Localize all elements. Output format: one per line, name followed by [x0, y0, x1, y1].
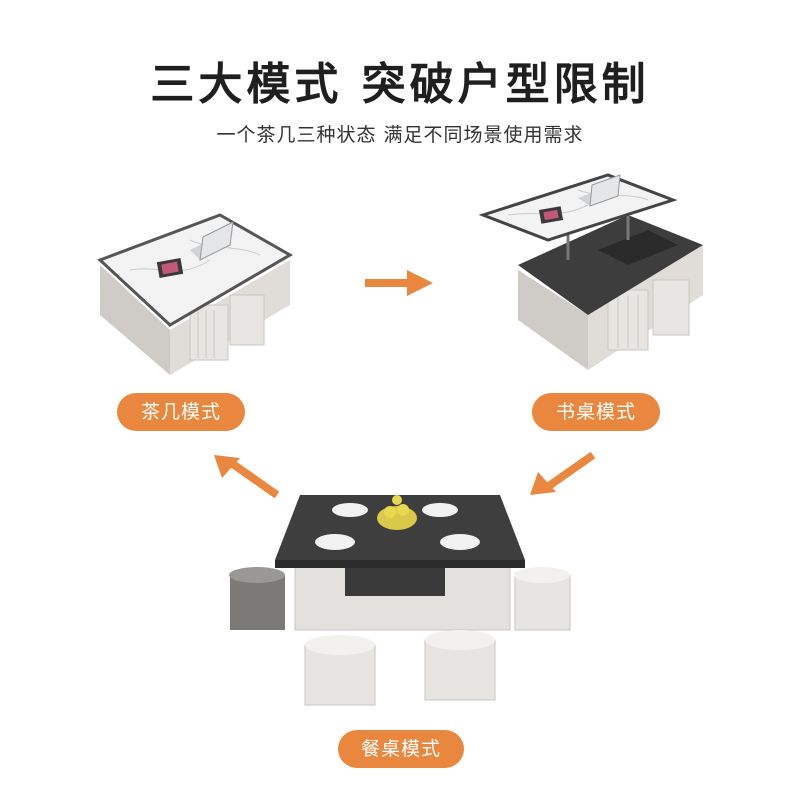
desk-mode-label: 书桌模式: [532, 393, 660, 431]
page-title: 三大模式 突破户型限制: [150, 59, 650, 110]
arrow-right-icon: [365, 268, 435, 298]
tea-table-mode-label: 茶几模式: [117, 393, 245, 431]
tea-table-image: [90, 210, 300, 380]
arrow-down-left-icon: [528, 450, 598, 500]
desk-image: [478, 170, 708, 380]
dining-table-image: [225, 490, 585, 710]
dining-mode-label: 餐桌模式: [338, 730, 464, 768]
page-subtitle: 一个茶几三种状态 满足不同场景使用需求: [216, 124, 584, 146]
arrow-up-left-icon: [212, 450, 282, 500]
